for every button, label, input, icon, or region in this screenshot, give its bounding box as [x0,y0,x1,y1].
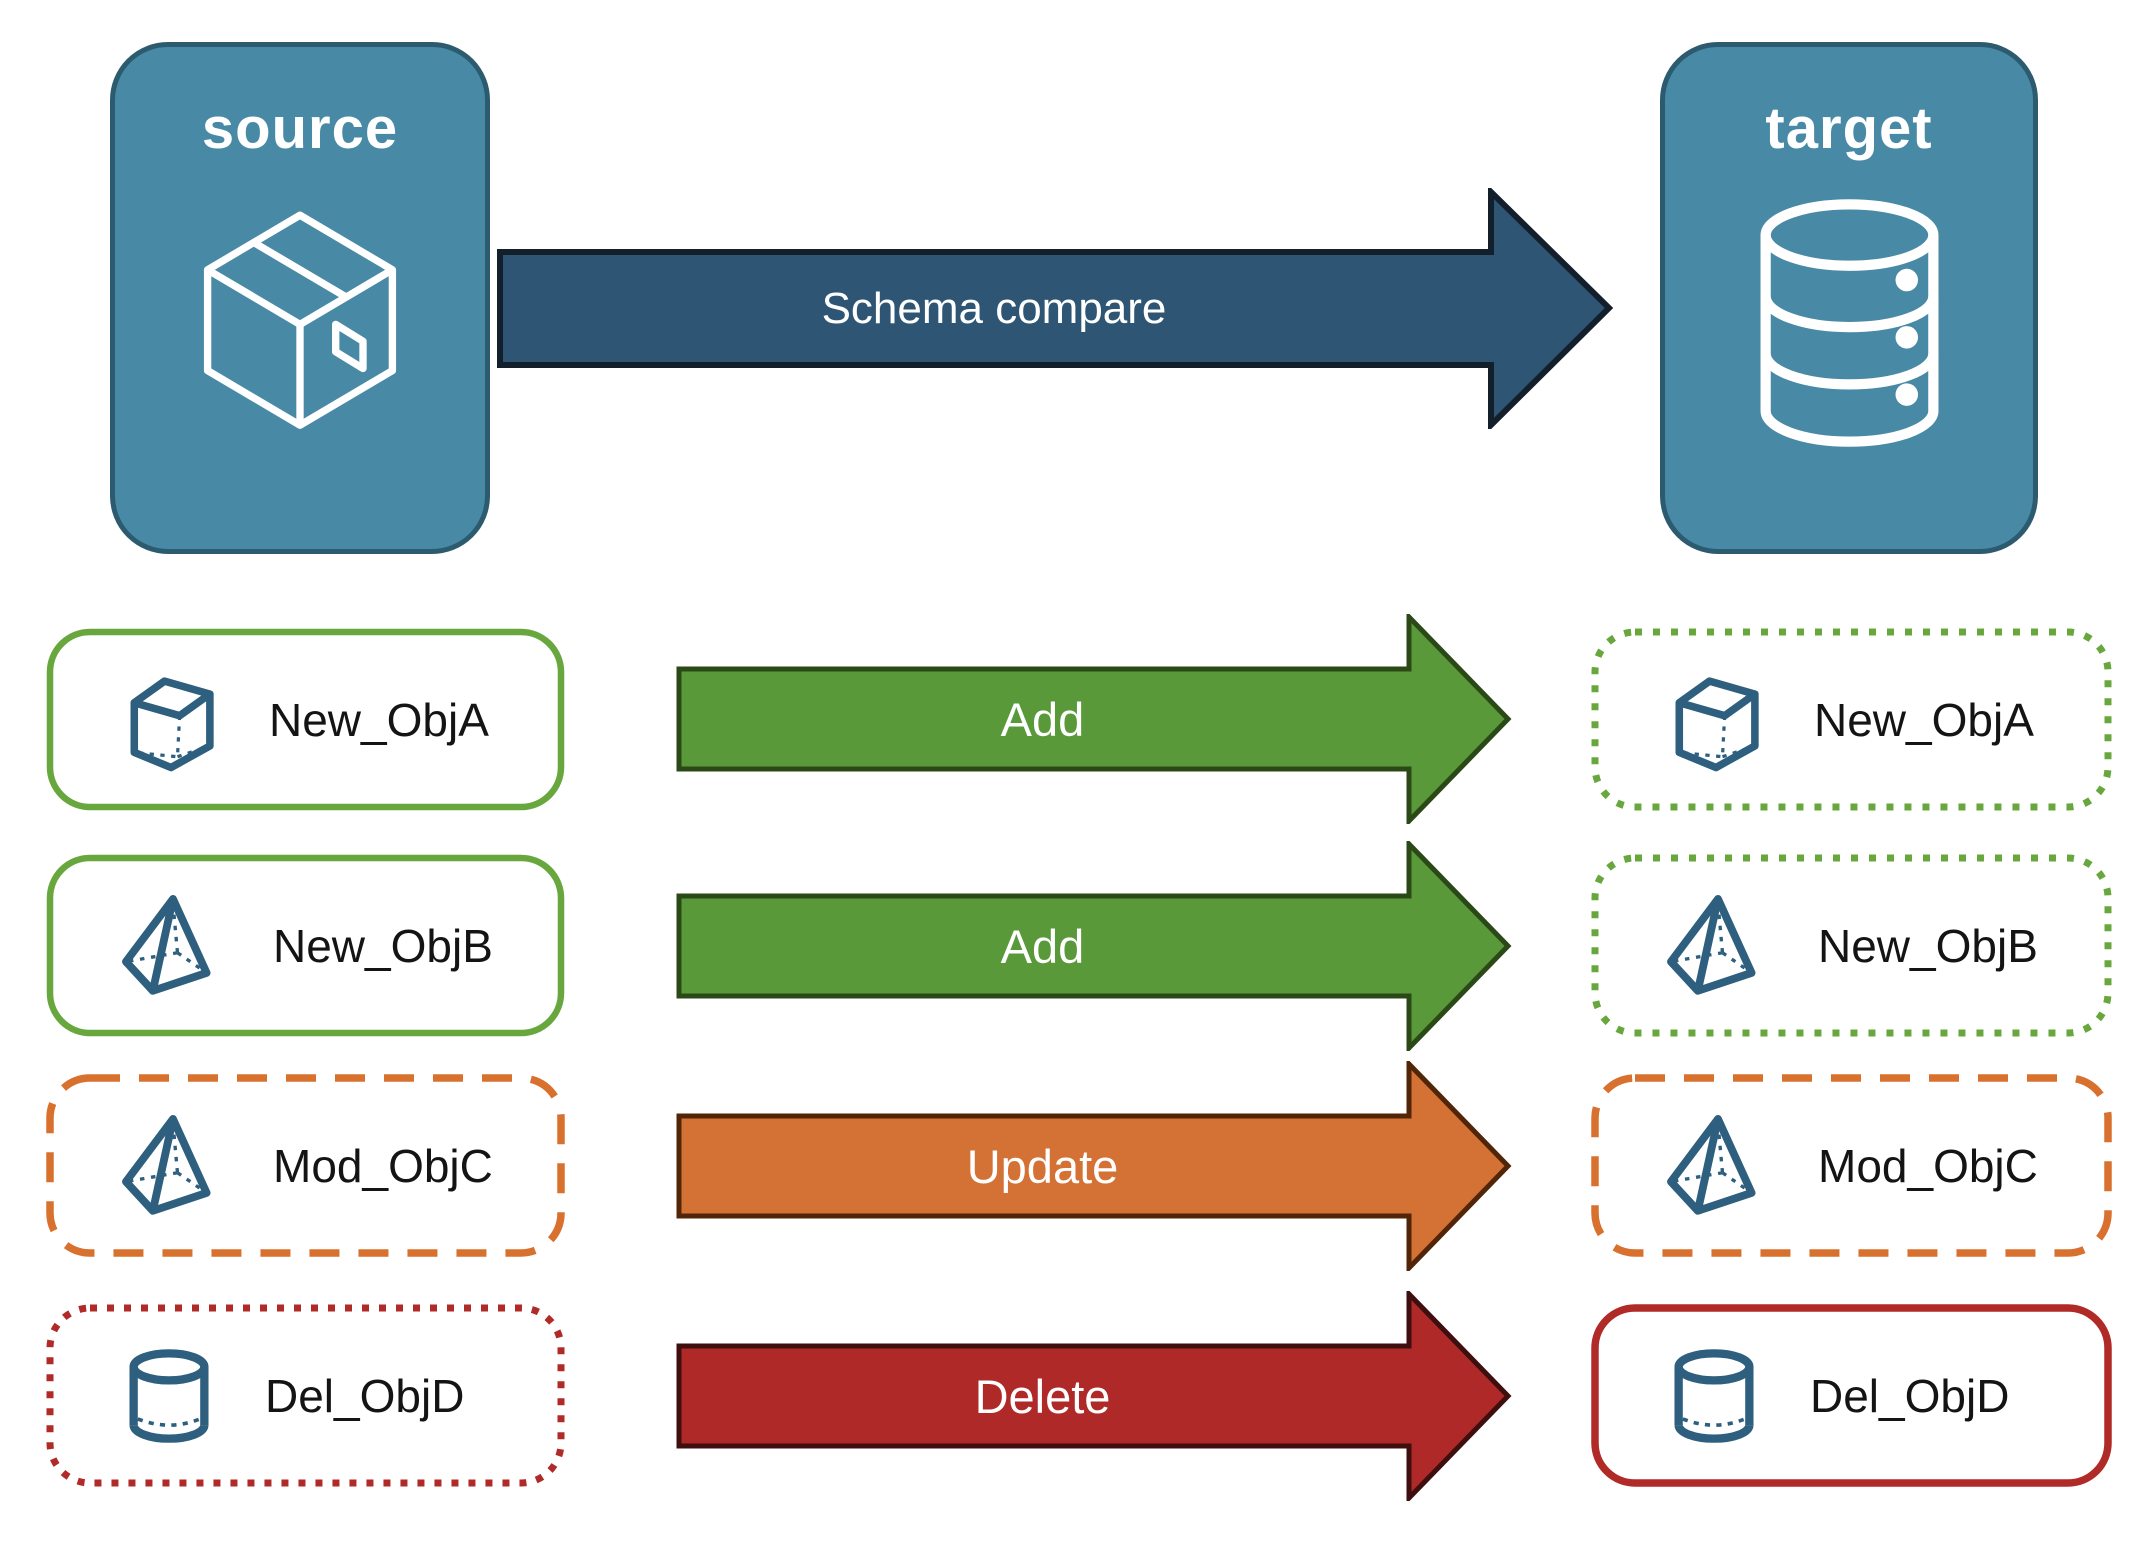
action-label: Update [966,1139,1119,1193]
cylinder-icon [1662,1344,1766,1448]
cylinder-icon [117,1344,221,1448]
source-object-box-new-obja: New_ObjA [45,627,566,812]
right-arrow-shape [676,1057,1512,1275]
object-label: Del_ObjD [1810,1369,2010,1422]
source-object-box-mod-objc: Mod_ObjC [45,1073,566,1258]
object-label: New_ObjA [1814,693,2034,746]
schema-compare-arrow: Schema compare [497,184,1614,433]
target-node: target [1660,42,2038,554]
cube-icon [117,666,225,774]
action-label: Add [1000,692,1085,746]
object-label: Mod_ObjC [1818,1139,2038,1192]
object-label: New_ObjB [273,919,493,972]
pyramid-icon [117,890,229,1002]
target-object-box-new-objb: New_ObjB [1590,853,2113,1038]
action-label: Delete [974,1369,1111,1423]
target-object-box-del-objd: Del_ObjD [1590,1303,2113,1488]
action-label: Add [1000,919,1085,973]
source-object-box-del-objd: Del_ObjD [45,1303,566,1488]
right-arrow-shape [676,1287,1512,1505]
target-object-box-mod-objc: Mod_ObjC [1590,1073,2113,1258]
pyramid-icon [1662,1110,1774,1222]
source-object-box-new-objb: New_ObjB [45,853,566,1038]
object-label: Del_ObjD [265,1369,465,1422]
add-arrow-2: Add [676,837,1512,1055]
database-icon [1737,190,1962,456]
package-icon [174,190,426,442]
right-arrow-shape [676,837,1512,1055]
right-arrow-shape [676,610,1512,828]
object-label: Mod_ObjC [273,1139,493,1192]
object-label: New_ObjA [269,693,489,746]
target-title: target [1765,96,1933,161]
cube-icon [1662,666,1770,774]
schema-compare-label: Schema compare [821,283,1167,333]
target-object-box-new-obja: New_ObjA [1590,627,2113,812]
pyramid-icon [1662,890,1774,1002]
delete-arrow: Delete [676,1287,1512,1505]
add-arrow-1: Add [676,610,1512,828]
source-title: source [201,96,399,161]
right-arrow-shape [497,184,1614,433]
object-label: New_ObjB [1818,919,2038,972]
update-arrow: Update [676,1057,1512,1275]
pyramid-icon [117,1110,229,1222]
source-node: source [110,42,490,554]
